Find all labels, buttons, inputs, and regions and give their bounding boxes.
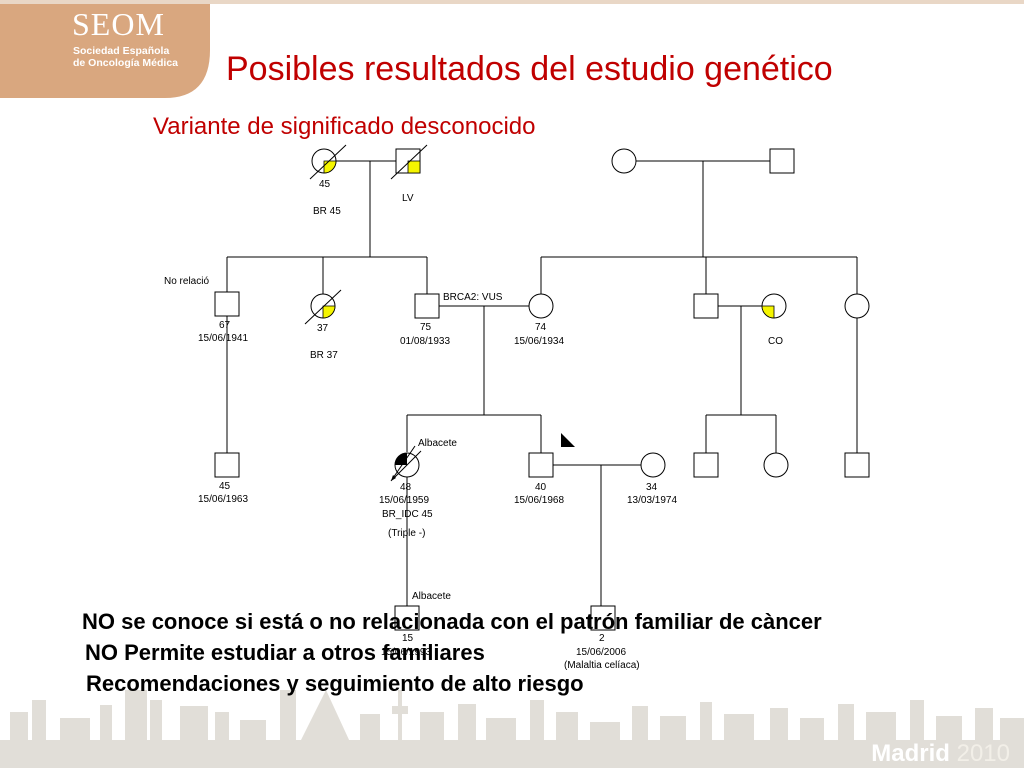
paternal-uncle-symbol bbox=[214, 291, 240, 317]
footer-year: 2010 bbox=[956, 740, 1010, 767]
spouse-dob: 13/03/1974 bbox=[627, 495, 677, 506]
spouse-age: 34 bbox=[646, 482, 658, 493]
child1-place: Albacete bbox=[412, 591, 451, 602]
proband-dob: 15/06/1959 bbox=[379, 495, 429, 506]
child2-note: (Malaltia celíaca) bbox=[564, 660, 640, 671]
gp1-note: BR 45 bbox=[313, 206, 341, 217]
bullet-list: NO se conoce si está o no relacionada co… bbox=[82, 606, 822, 699]
page-title: Posibles resultados del estudio genético bbox=[226, 50, 833, 88]
s2-note: BR 37 bbox=[310, 350, 338, 361]
child2-dob: 15/06/2006 bbox=[576, 647, 626, 658]
cousin-1-symbol bbox=[214, 452, 240, 478]
aunt-note: CO bbox=[768, 336, 783, 347]
no-relacio-label: No relació bbox=[164, 276, 209, 287]
mother-age: 74 bbox=[535, 322, 547, 333]
bullet-item: NO Permite estudiar a otros familiares bbox=[85, 640, 485, 665]
proband-place: Albacete bbox=[418, 438, 457, 449]
skyline-silhouette bbox=[0, 690, 1024, 768]
child1-age: 15 bbox=[402, 633, 414, 644]
paternal-aunt-symbol bbox=[304, 289, 342, 325]
brother-spouse-symbol bbox=[640, 452, 666, 478]
brother-symbol bbox=[528, 433, 575, 478]
pedigree-lines bbox=[226, 160, 858, 606]
child-1-symbol bbox=[394, 605, 420, 631]
footer-city-name: Madrid bbox=[871, 740, 950, 767]
proband-age: 48 bbox=[400, 482, 412, 493]
s2-age: 37 bbox=[317, 323, 329, 334]
paternal-grandmother-symbol bbox=[309, 144, 347, 180]
mother-dob: 15/06/1934 bbox=[514, 336, 564, 347]
mother-symbol bbox=[528, 293, 554, 319]
father-dob: 01/08/1933 bbox=[400, 336, 450, 347]
s1-age: 67 bbox=[219, 320, 231, 331]
top-strip bbox=[0, 0, 1024, 4]
gp2-note: LV bbox=[402, 193, 414, 204]
logo-line-2: de Oncología Médica bbox=[73, 57, 179, 69]
maternal-grandmother-symbol bbox=[611, 148, 637, 174]
s1-dob: 15/06/1941 bbox=[198, 333, 248, 344]
logo-line-1: Sociedad Española bbox=[73, 45, 170, 57]
bullet-item: NO se conoce si está o no relacionada co… bbox=[82, 609, 822, 634]
maternal-aunt-symbol bbox=[844, 293, 870, 319]
c1-age: 45 bbox=[219, 481, 231, 492]
cousin-2-symbol bbox=[693, 452, 719, 478]
proband-symbol bbox=[390, 445, 422, 482]
gp1-age: 45 bbox=[319, 179, 331, 190]
footer-city: Madrid 2010 bbox=[871, 740, 1010, 768]
c1-dob: 15/06/1963 bbox=[198, 494, 248, 505]
uncle-spouse-symbol bbox=[761, 293, 787, 319]
maternal-grandfather-symbol bbox=[769, 148, 795, 174]
bullet-item: Recomendaciones y seguimiento de alto ri… bbox=[86, 671, 584, 696]
logo-subtitle: Sociedad Española de Oncología Médica bbox=[73, 45, 178, 69]
child-2-symbol bbox=[590, 605, 616, 631]
logo-tab-shape bbox=[0, 0, 210, 98]
brother-age: 40 bbox=[535, 482, 547, 493]
child2-age: 2 bbox=[599, 633, 605, 644]
proband-arrow bbox=[561, 433, 575, 447]
father-gene: BRCA2: VUS bbox=[443, 292, 503, 303]
logo-name: SEOM bbox=[72, 6, 165, 42]
proband-note: (Triple -) bbox=[388, 528, 425, 539]
page-subtitle: Variante de significado desconocido bbox=[153, 113, 536, 140]
father-age: 75 bbox=[420, 322, 432, 333]
cousin-4-symbol bbox=[844, 452, 870, 478]
proband-dx: BR_IDC 45 bbox=[382, 509, 433, 520]
cousin-3-symbol bbox=[763, 452, 789, 478]
child1-dob: 15/06/1993 bbox=[381, 647, 431, 658]
father-symbol bbox=[414, 293, 440, 319]
paternal-grandfather-symbol bbox=[390, 144, 428, 180]
brother-dob: 15/06/1968 bbox=[514, 495, 564, 506]
maternal-uncle-symbol bbox=[693, 293, 719, 319]
